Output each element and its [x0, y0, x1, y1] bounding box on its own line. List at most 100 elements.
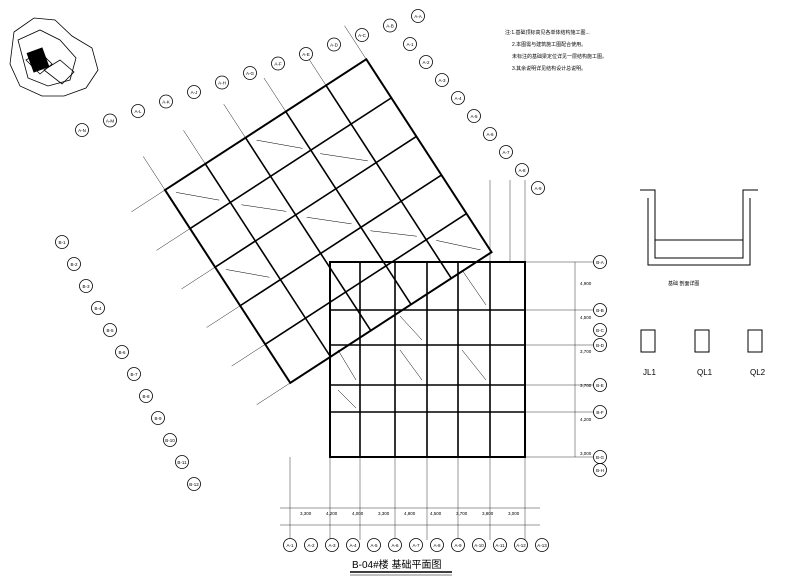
grid-bubble-label: A-G — [246, 71, 255, 76]
grid-bubble-label: A-H — [218, 80, 226, 85]
dimension-value: 3,700 — [580, 383, 592, 388]
grid-bubble-label: B-2 — [70, 262, 78, 267]
grid-bubble-label: A-7 — [412, 543, 420, 548]
grid-bubble: A-D — [327, 37, 341, 52]
grid-bubble: B-9 — [151, 411, 165, 425]
grid-bubble-label: A-13 — [537, 543, 547, 548]
detail-label: JL1 — [643, 368, 656, 377]
grid-bubble-label: B-G — [596, 455, 605, 460]
grid-bubble-label: A-8 — [518, 168, 526, 173]
grid-bubble: A-2 — [419, 55, 433, 69]
grid-bubble: A-4 — [451, 91, 465, 105]
grid-bubble: B-11 — [175, 455, 189, 469]
grid-bubble: B-H — [593, 463, 607, 477]
grid-bubble: A-9 — [531, 181, 545, 195]
grid-bubble: A-8 — [430, 538, 444, 552]
dimension-value: 3,700 — [456, 511, 468, 516]
grid-bubble: A-L — [131, 104, 145, 118]
section-label: 基础 剖面详图 — [668, 280, 699, 287]
grid-bubble: A-8 — [515, 163, 529, 177]
grid-bubble-label: B-11 — [177, 460, 187, 465]
dimension-value: 3,300 — [300, 511, 312, 516]
grid-bubble: B-3 — [79, 279, 93, 293]
grid-bubble-label: A-2 — [422, 60, 430, 65]
grid-bubble: B-A — [593, 255, 607, 269]
beam-details: JL1 QL1 QL2 — [640, 329, 766, 377]
grid-bubble-label: B-5 — [106, 328, 114, 333]
notes-block: 注:1.基础顶标高见各单体结构施工图... 2.本图需与建筑施工图配合使用。 未… — [505, 29, 607, 72]
section-detail: 基础 剖面详图 — [640, 189, 758, 287]
grid-bubble: B-G — [593, 450, 607, 464]
grid-bubble-label: A-3 — [328, 543, 336, 548]
grid-bubble: B-1 — [55, 235, 69, 249]
grid-bubble: A-M — [103, 113, 117, 128]
dimension-value: 3,800 — [482, 511, 494, 516]
grid-bubble-label: A-9 — [454, 543, 462, 548]
grid-bubble-label: A-5 — [370, 543, 378, 548]
grid-bubble-label: A-3 — [438, 78, 446, 83]
grid-bubble-label: A-L — [134, 109, 142, 114]
grid-bubble: B-5 — [103, 323, 117, 337]
dimension-value: 4,200 — [326, 511, 338, 516]
grid-bubble-label: B-10 — [165, 438, 175, 443]
grid-bubble: B-C — [593, 323, 607, 337]
dimension-value: 4,900 — [580, 281, 592, 286]
grid-bubble: A-5 — [467, 109, 481, 123]
grid-bubble: A-10 — [472, 538, 486, 552]
grid-bubble: A-1 — [403, 37, 417, 51]
grid-bubble-label: B-4 — [94, 306, 102, 311]
grid-bubble-label: A-11 — [495, 543, 505, 548]
grid-bubble-label: A-12 — [516, 543, 526, 548]
grid-bubble: B-12 — [187, 477, 201, 491]
grid-bubble: A-B — [383, 18, 397, 33]
grid-bubble: A-6 — [388, 538, 402, 552]
grid-bubble: B-8 — [139, 389, 153, 403]
grid-bubble-label: A-J — [191, 90, 198, 95]
drawing-title: B-04#楼 基础平面图 — [350, 558, 452, 576]
dimension-value: 4,000 — [352, 511, 364, 516]
note-line: 未标注的基础梁定位详见一层结构施工图。 — [512, 53, 607, 60]
grid-bubble-label: B-3 — [82, 284, 90, 289]
grid-bubble-label: A-4 — [454, 96, 462, 101]
title-text: B-04#楼 基础平面图 — [352, 558, 441, 571]
grid-bubble: A-G — [243, 66, 257, 80]
rotated-structure — [131, 25, 493, 405]
grid-bubble: A-12 — [514, 538, 528, 552]
grid-bubble: B-6 — [115, 345, 129, 359]
grid-bubble-label: B-B — [596, 308, 604, 313]
dimension-value: 4,200 — [580, 417, 592, 422]
grid-bubble-label: A-C — [358, 33, 367, 38]
grid-bubble: A-9 — [451, 538, 465, 552]
grid-bubble: A-K — [159, 94, 173, 109]
dimension-value: 4,500 — [580, 315, 592, 320]
grid-bubble: A-A — [411, 9, 425, 23]
grid-bubble: A-5 — [367, 538, 381, 552]
grid-bubble: B-4 — [91, 301, 105, 315]
grid-bubble-label: A-B — [386, 23, 394, 28]
grid-bubble: A-F — [271, 56, 285, 71]
orthogonal-structure — [280, 180, 600, 540]
grid-bubble: B-F — [593, 405, 607, 419]
key-plan — [9, 17, 99, 97]
grid-bubble: B-10 — [163, 433, 177, 447]
grid-bubble: B-2 — [67, 257, 81, 271]
grid-bubble-label: B-7 — [130, 372, 138, 377]
detail-label: QL2 — [750, 368, 766, 377]
grid-bubble-label: B-8 — [142, 394, 150, 399]
grid-bubble-label: B-H — [596, 468, 604, 473]
grid-bubble: A-4 — [346, 538, 360, 552]
note-line: 3.其余说明详见结构设计总说明。 — [512, 65, 586, 72]
grid-bubble: A-3 — [325, 538, 339, 552]
grid-bubble: A-H — [215, 75, 229, 90]
grid-bubble: B-D — [593, 338, 607, 352]
grid-bubble: B-E — [593, 378, 607, 392]
grid-bubble-label: B-D — [596, 343, 605, 348]
grid-bubble-label: B-9 — [154, 416, 162, 421]
grid-bubble: A-7 — [409, 538, 423, 552]
grid-bubble-label: A-1 — [406, 42, 414, 47]
dimension-value: 4,800 — [404, 511, 416, 516]
grid-bubble: A-E — [299, 47, 313, 61]
grid-bubble: A-J — [187, 85, 201, 99]
